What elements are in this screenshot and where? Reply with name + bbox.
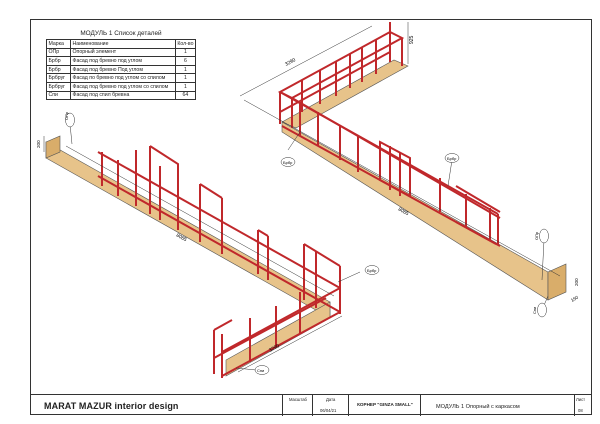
callout-brbr-upper-2: Брбр bbox=[447, 156, 457, 161]
lower-timber-short bbox=[225, 301, 331, 377]
dim-8085-top: 8085 bbox=[397, 207, 410, 218]
dim-3290-left: 3290 bbox=[268, 343, 281, 354]
sheet-number: 08 bbox=[578, 408, 583, 413]
date-value: 06/04/21 bbox=[320, 408, 337, 413]
callout-opr-upper: ОПр bbox=[534, 231, 539, 240]
dim-200-right: 200 bbox=[574, 278, 579, 286]
title-block-date-cell bbox=[312, 395, 348, 416]
title-block-project-cell bbox=[348, 395, 420, 416]
scale-label: Масштаб bbox=[289, 397, 307, 402]
row-qty: 64 bbox=[174, 90, 197, 101]
sheet-border bbox=[30, 19, 592, 415]
upper-frame-long-leg bbox=[279, 91, 501, 247]
lower-timber-beam bbox=[45, 141, 331, 319]
parts-table: МОДУЛЬ 1 Список деталей Марка Наименован… bbox=[46, 29, 197, 101]
title-block-scale-cell bbox=[282, 395, 312, 416]
lower-timber-end bbox=[45, 135, 61, 159]
dim-200-left: 200 bbox=[36, 140, 41, 148]
title-block-sheetname-cell bbox=[420, 395, 574, 416]
upper-module: 925 3290 8085 200 150 Брбр Брбр ОПр Спи bbox=[239, 22, 580, 318]
title-block bbox=[30, 394, 592, 416]
project-name: КОРНЕР "GINZA SMALL" bbox=[357, 402, 413, 407]
designer-name: MARAT MAZUR interior design bbox=[44, 401, 179, 411]
dim-3290-top: 3290 bbox=[284, 57, 297, 68]
lower-dimensions bbox=[43, 136, 343, 373]
date-label: Дата bbox=[326, 397, 336, 402]
lower-module: 200 8085 3290 ОПр Брбр Спи bbox=[36, 111, 380, 378]
callout-spi-upper: Спи bbox=[532, 307, 537, 314]
parts-table-title: МОДУЛЬ 1 Список деталей bbox=[80, 30, 162, 37]
dim-925: 925 bbox=[409, 35, 415, 44]
dim-8085-left: 8085 bbox=[175, 233, 188, 244]
callout-spi-lower: Спи bbox=[257, 368, 264, 373]
upper-timber-end bbox=[547, 263, 567, 301]
upper-callouts bbox=[280, 131, 549, 318]
lower-frame-short-leg bbox=[213, 287, 341, 378]
callout-brbr-upper-1: Брбр bbox=[283, 160, 293, 165]
callout-brbr-lower: Брбр bbox=[367, 268, 377, 273]
title-block-sheet-cell bbox=[574, 395, 592, 416]
row-mark: Спи bbox=[46, 90, 71, 101]
upper-dimensions bbox=[239, 22, 561, 277]
callout-opr-lower: ОПр bbox=[64, 111, 69, 120]
dim-150-right: 150 bbox=[570, 294, 580, 302]
upper-frame-short-leg bbox=[277, 22, 405, 128]
sheet-name: МОДУЛЬ 1 Опорный с каркасом bbox=[436, 404, 520, 410]
lower-frame-long-leg bbox=[97, 145, 341, 314]
lower-callouts bbox=[65, 112, 380, 375]
sheet-label: Лист bbox=[576, 397, 586, 402]
